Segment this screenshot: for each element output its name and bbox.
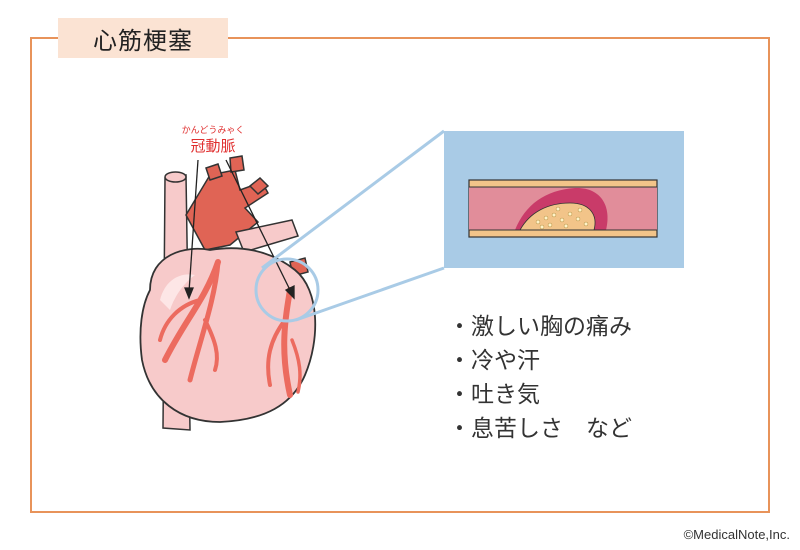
symptom-item: ・息苦しさ など	[448, 416, 632, 442]
symptom-item: ・冷や汗	[448, 348, 540, 374]
magnified-artery	[444, 131, 684, 268]
content-frame	[30, 37, 770, 513]
coronary-arteries	[158, 259, 302, 398]
heart-highlight	[160, 274, 195, 310]
coronary-artery-label: 冠動脈	[190, 137, 235, 155]
copyright-text: ©MedicalNote,Inc.	[683, 527, 790, 542]
symptom-item: ・激しい胸の痛み	[448, 314, 632, 340]
great-vessels	[185, 155, 309, 277]
symptom-item: ・吐き気	[448, 382, 540, 408]
zoom-callout	[254, 129, 445, 323]
coronary-artery-ruby: かんどうみゃく	[182, 125, 245, 136]
heart-body	[139, 247, 317, 423]
page-title: 心筋梗塞	[58, 18, 228, 58]
label-arrows	[184, 159, 295, 300]
symptom-list: ・激しい胸の痛み ・冷や汗 ・吐き気 ・息苦しさ など	[448, 310, 632, 446]
